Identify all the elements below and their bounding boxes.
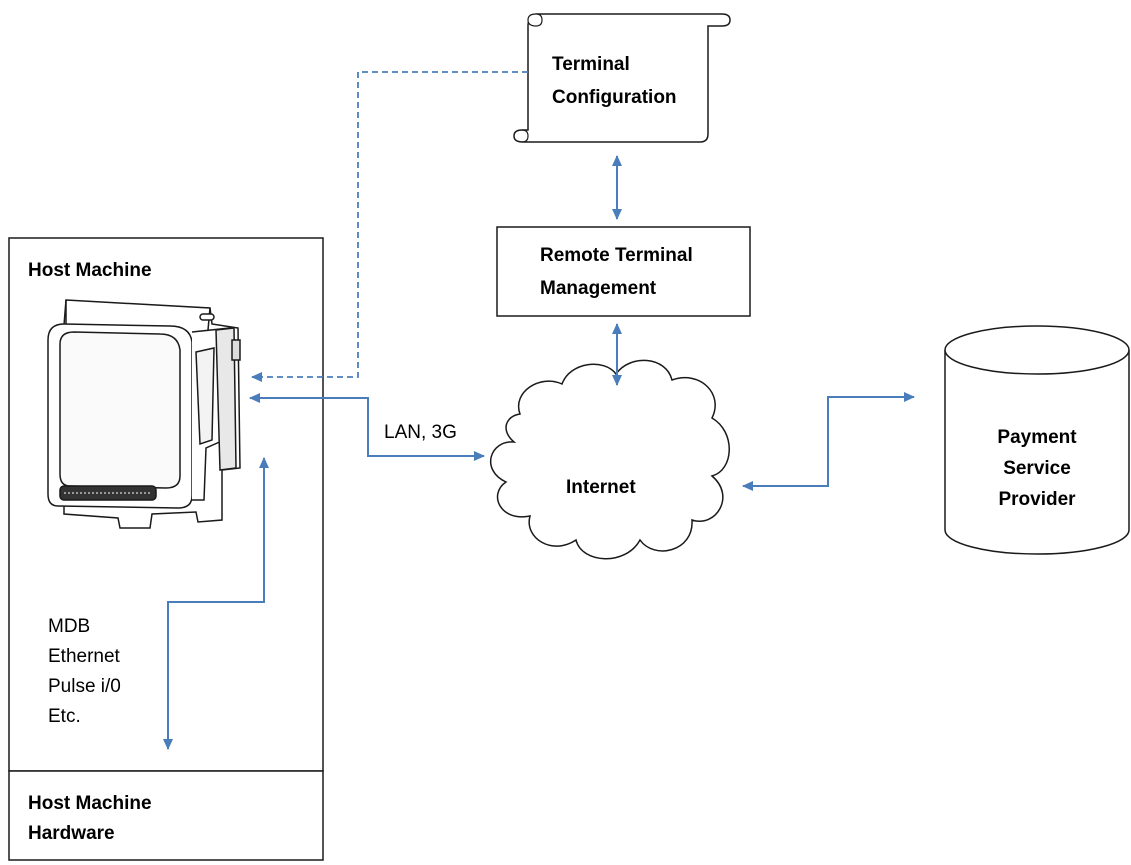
payment-provider-line1: Payment bbox=[997, 427, 1077, 448]
terminal-configuration-line1: Terminal bbox=[552, 54, 630, 75]
remote-mgmt-line1: Remote Terminal bbox=[540, 245, 693, 266]
terminal-configuration-node: Terminal Configuration bbox=[513, 13, 731, 143]
terminal-configuration-line2: Configuration bbox=[552, 87, 677, 108]
interface-mdb: MDB bbox=[48, 616, 90, 637]
device-hardware-link bbox=[163, 457, 269, 750]
payment-terminal-icon bbox=[47, 299, 241, 529]
host-machine-title: Host Machine bbox=[28, 260, 152, 281]
lan-3g-label: LAN, 3G bbox=[384, 422, 457, 443]
config-device-dashed-link bbox=[251, 71, 528, 382]
remote-terminal-management-node: Remote Terminal Management bbox=[496, 226, 751, 317]
internet-label: Internet bbox=[566, 477, 636, 498]
internet-provider-link bbox=[742, 392, 915, 491]
payment-service-provider-node: Payment Service Provider bbox=[944, 325, 1130, 555]
payment-provider-line2: Service bbox=[1003, 458, 1071, 479]
payment-provider-line3: Provider bbox=[998, 489, 1076, 510]
remote-mgmt-line2: Management bbox=[540, 278, 657, 299]
interface-etc: Etc. bbox=[48, 706, 81, 727]
interface-ethernet: Ethernet bbox=[48, 646, 121, 667]
interface-pulse-io: Pulse i/0 bbox=[48, 676, 121, 697]
device-internet-link bbox=[249, 393, 485, 461]
host-hardware-label-line1: Host Machine bbox=[28, 793, 152, 814]
internet-cloud-node: Internet bbox=[489, 359, 730, 560]
host-hardware-box: Host Machine Hardware bbox=[8, 770, 324, 861]
host-hardware-label-line2: Hardware bbox=[28, 823, 115, 844]
